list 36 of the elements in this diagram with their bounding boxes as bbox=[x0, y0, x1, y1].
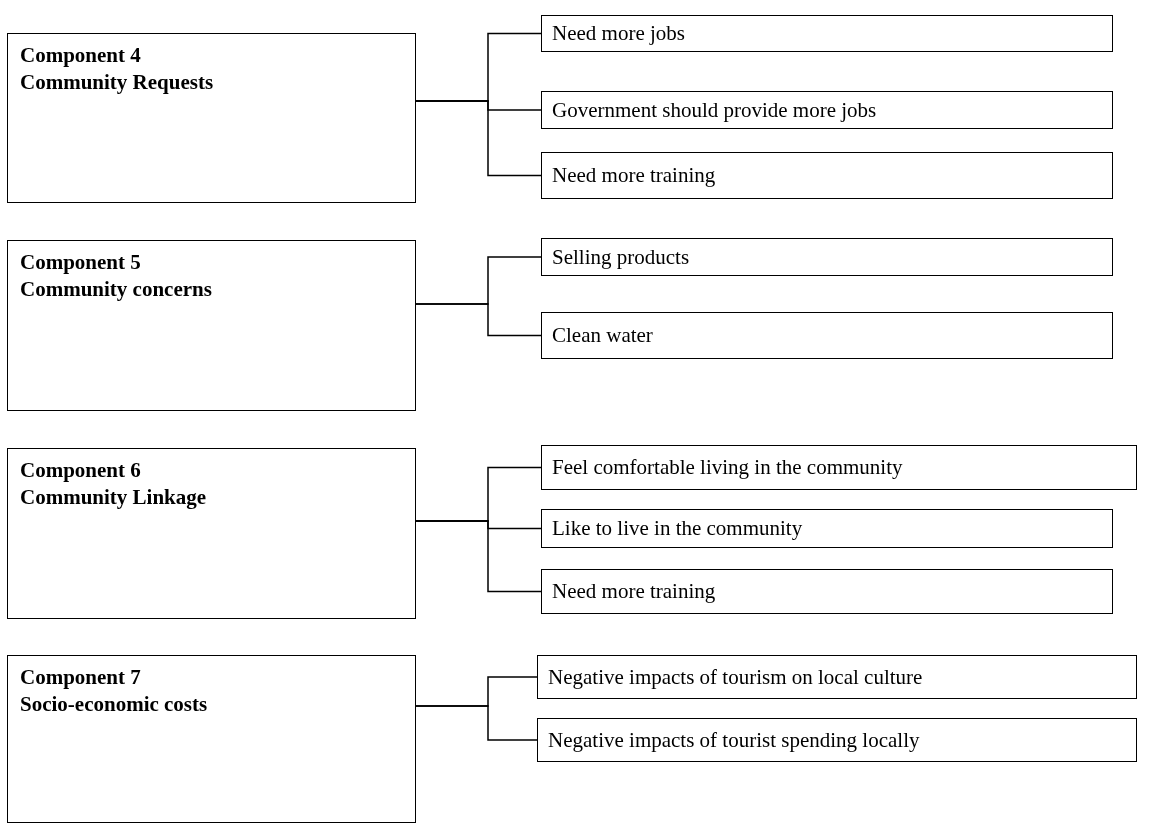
component-box bbox=[7, 33, 416, 203]
item-box bbox=[537, 655, 1137, 699]
component-title: Community concerns bbox=[20, 276, 212, 303]
component-number: Component 4 bbox=[20, 42, 141, 69]
component-number: Component 5 bbox=[20, 249, 141, 276]
connector-line bbox=[415, 520, 542, 593]
item-text: Negative impacts of tourism on local culture bbox=[548, 664, 923, 690]
item-box bbox=[541, 445, 1137, 490]
component-box bbox=[7, 240, 416, 411]
component-title: Community Linkage bbox=[20, 484, 207, 511]
connector-line bbox=[415, 705, 538, 741]
item-box bbox=[541, 91, 1113, 129]
component-number: Component 7 bbox=[20, 664, 141, 691]
item-box bbox=[541, 569, 1113, 614]
item-box bbox=[541, 238, 1113, 276]
item-text: Feel comfortable living in the community bbox=[552, 455, 903, 480]
connector-line bbox=[415, 303, 542, 337]
item-box bbox=[541, 312, 1113, 359]
component-box bbox=[7, 655, 416, 823]
item-text: Need more training bbox=[552, 163, 716, 188]
item-text: Selling products bbox=[552, 244, 690, 270]
item-box bbox=[541, 152, 1113, 199]
connector-line bbox=[415, 100, 542, 177]
item-text: Government should provide more jobs bbox=[552, 97, 877, 123]
component-box bbox=[7, 448, 416, 619]
item-box bbox=[537, 718, 1137, 762]
component-title: Socio-economic costs bbox=[20, 691, 208, 718]
component-number: Component 6 bbox=[20, 457, 141, 484]
item-text: Need more training bbox=[552, 579, 716, 604]
item-text: Negative impacts of tourist spending locally bbox=[548, 727, 920, 753]
item-box bbox=[541, 15, 1113, 52]
item-text: Like to live in the community bbox=[552, 516, 803, 541]
item-text: Need more jobs bbox=[552, 21, 685, 46]
component-title: Community Requests bbox=[20, 69, 214, 96]
item-box bbox=[541, 509, 1113, 548]
item-text: Clean water bbox=[552, 323, 653, 348]
